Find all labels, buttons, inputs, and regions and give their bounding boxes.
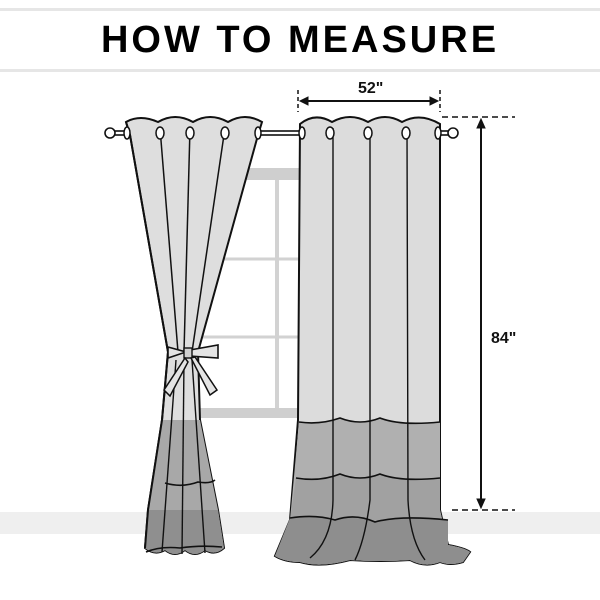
page-title: HOW TO MEASURE xyxy=(100,19,500,61)
rod-finial-right xyxy=(447,127,459,139)
width-measurement-label: 52" xyxy=(358,80,384,97)
right-curtain-panel xyxy=(273,116,472,566)
curtain-rod xyxy=(104,127,459,139)
width-dimension-arrow xyxy=(297,90,441,112)
rod-finial-left xyxy=(104,127,116,139)
grommets xyxy=(123,126,442,140)
length-dimension-arrow xyxy=(442,116,515,511)
length-measurement-label: 84" xyxy=(491,330,517,347)
title-banner xyxy=(0,8,600,72)
bow-tieback-icon xyxy=(163,344,219,398)
